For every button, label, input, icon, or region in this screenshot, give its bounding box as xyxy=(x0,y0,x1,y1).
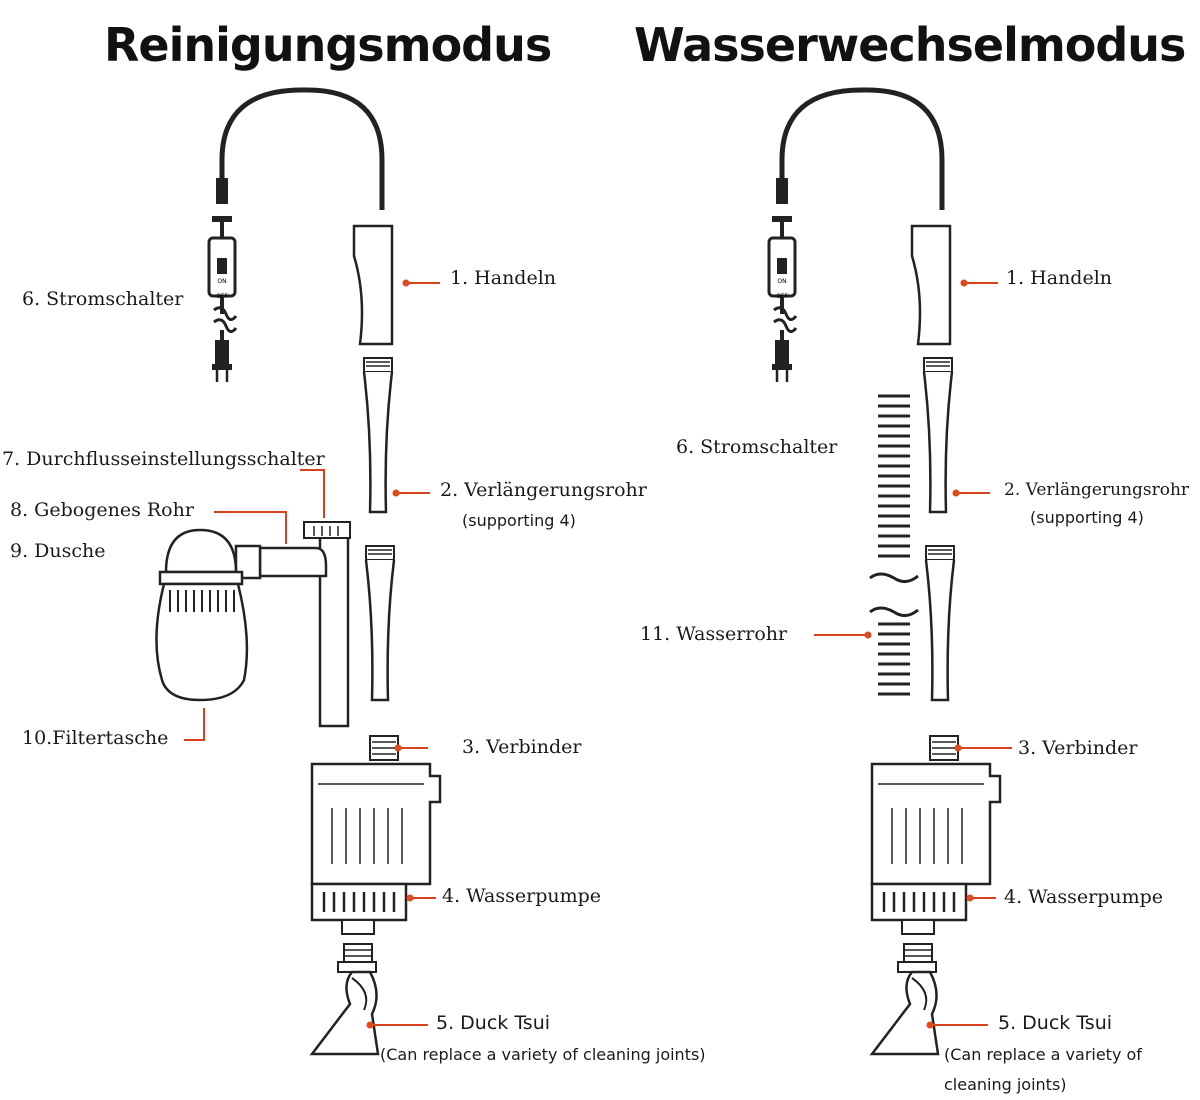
right-label-water-pipe: 11. Wasserrohr xyxy=(640,623,788,645)
right-label-connector: 3. Verbinder xyxy=(1018,737,1138,759)
right-extension-pipe-1 xyxy=(922,356,954,514)
left-label-shower: 9. Dusche xyxy=(10,540,106,562)
left-label-handle: 1. Handeln xyxy=(450,267,557,289)
right-label-extension-pipe: 2. Verlängerungsrohr xyxy=(1004,480,1190,500)
left-label-extension-sub: (supporting 4) xyxy=(462,511,576,530)
right-label-extension-sub: (supporting 4) xyxy=(1030,508,1144,527)
right-label-nozzle-sub-2: cleaning joints) xyxy=(944,1075,1067,1094)
left-extension-pipe-1 xyxy=(362,356,394,514)
right-power-cable: ON OFF xyxy=(769,90,942,382)
left-handle xyxy=(352,224,394,346)
left-label-nozzle-sub: (Can replace a variety of cleaning joint… xyxy=(380,1045,706,1064)
right-leader-lines xyxy=(814,279,1012,1029)
right-label-power-switch: 6. Stromschalter xyxy=(676,436,838,458)
right-handle xyxy=(910,224,952,346)
title-water-change-mode: Wasserwechselmodus xyxy=(634,18,1186,72)
svg-text:ON: ON xyxy=(217,278,226,285)
right-label-pump: 4. Wasserpumpe xyxy=(1004,886,1164,908)
left-label-flow-switch: 7. Durchflusseinstellungsschalter xyxy=(2,448,325,470)
left-pump xyxy=(310,734,442,1056)
right-pump xyxy=(870,734,1002,1056)
left-label-filter-bag: 10.Filtertasche xyxy=(22,727,169,749)
right-label-nozzle: 5. Duck Tsui xyxy=(998,1012,1113,1034)
left-leader-lines xyxy=(184,279,440,1029)
svg-text:ON: ON xyxy=(777,278,786,285)
left-extension-pipe-2 xyxy=(364,544,396,702)
right-label-handle: 1. Handeln xyxy=(1006,267,1113,289)
svg-text:OFF: OFF xyxy=(216,293,228,300)
left-power-cable: ON OFF xyxy=(209,90,382,382)
left-shower-assembly xyxy=(155,521,351,728)
right-label-nozzle-sub-1: (Can replace a variety of xyxy=(944,1045,1142,1064)
left-label-bent-pipe: 8. Gebogenes Rohr xyxy=(10,499,194,521)
left-label-nozzle: 5. Duck Tsui xyxy=(436,1012,551,1034)
left-label-extension-pipe: 2. Verlängerungsrohr xyxy=(440,479,647,501)
svg-text:OFF: OFF xyxy=(776,293,788,300)
left-label-connector: 3. Verbinder xyxy=(462,736,582,758)
left-label-power-switch: 6. Stromschalter xyxy=(22,288,184,310)
right-water-pipe xyxy=(869,392,919,696)
left-label-pump: 4. Wasserpumpe xyxy=(442,885,602,907)
title-cleaning-mode: Reinigungsmodus xyxy=(104,18,552,72)
right-extension-pipe-2 xyxy=(924,544,956,702)
